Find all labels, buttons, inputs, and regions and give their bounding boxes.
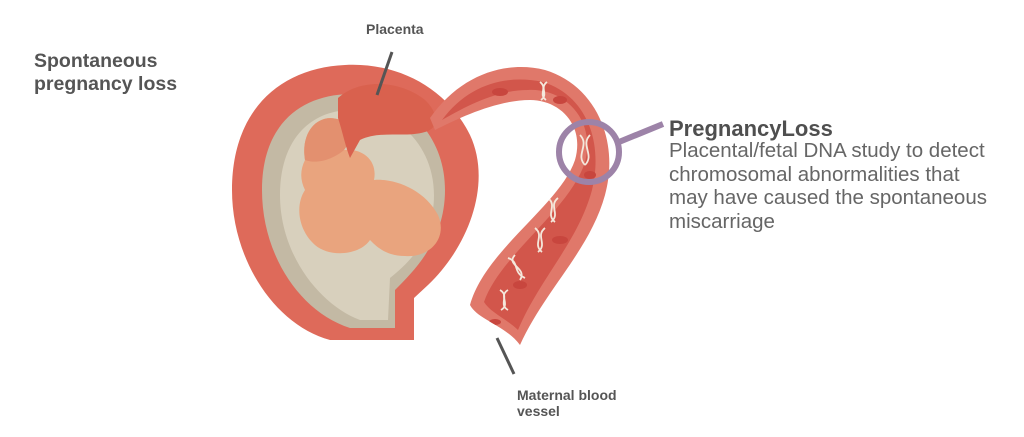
fetus <box>299 118 441 257</box>
diagram-title: Spontaneous pregnancy loss <box>34 50 178 95</box>
blood-cell <box>553 96 567 104</box>
maternal-blood-vessel <box>430 67 610 375</box>
highlight-callout <box>556 119 665 185</box>
blood-cell <box>489 319 501 325</box>
uterus <box>232 51 479 341</box>
callout-heading: PregnancyLoss <box>669 116 833 141</box>
placenta-label: Placenta <box>366 21 424 37</box>
placenta <box>338 83 436 158</box>
callout-description: Placental/fetal DNA study to detect chro… <box>669 139 987 233</box>
dna-helix-icon <box>539 81 548 101</box>
dna-helix-icon <box>499 289 509 311</box>
blood-cell <box>492 88 508 96</box>
blood-cell <box>584 171 596 179</box>
dna-helix-icon <box>547 197 559 223</box>
dna-helix-icon <box>534 227 546 253</box>
vessel-lumen <box>442 79 596 331</box>
vessel-pointer-line <box>495 337 516 375</box>
dna-helix-icon <box>507 254 526 281</box>
blood-cell <box>552 236 568 244</box>
vessel-contents <box>489 81 596 325</box>
placenta-pointer-line <box>375 51 394 96</box>
maternal-blood-vessel-label: Maternal blood vessel <box>517 387 617 419</box>
highlight-ring <box>556 119 622 185</box>
blood-cell <box>513 281 527 289</box>
dna-helix-icon <box>579 134 591 166</box>
callout-connector-line <box>617 121 665 145</box>
fetus-head-shade <box>304 118 350 162</box>
